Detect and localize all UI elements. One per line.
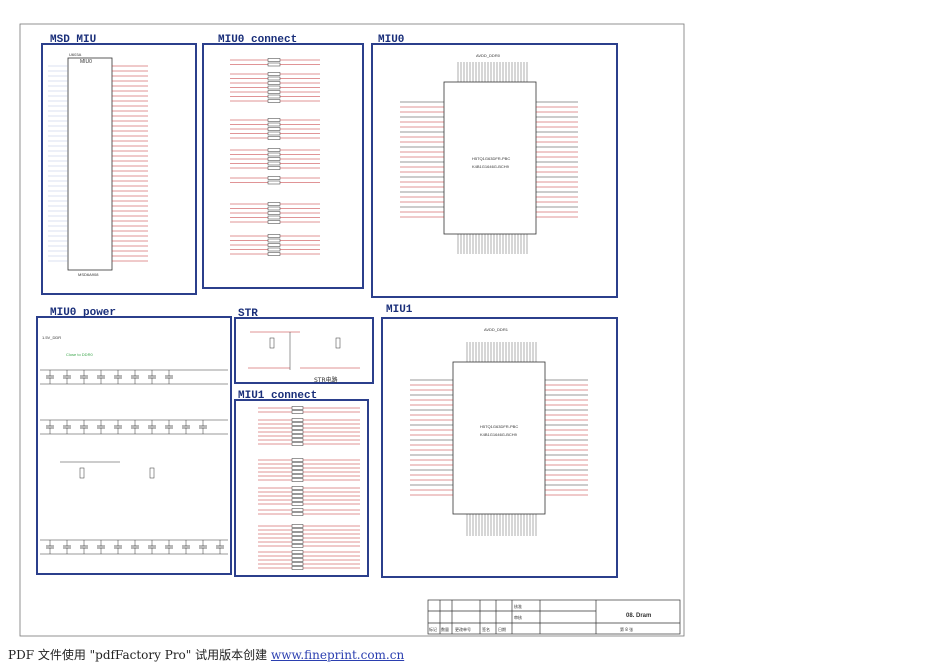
miu0-chip-pins [400,62,578,254]
power-15v-label: 1.5V_DDR [42,335,61,340]
miu1-chip-pins [410,342,588,536]
title-str: STR [238,308,258,320]
msd-chip-part: MSD6A908 [78,272,99,277]
footer-text: PDF 文件使用 "pdfFactory Pro" 试用版本创建 [8,648,271,662]
tb-col-change: 更改单号 [455,626,471,632]
panel-msd-miu [41,43,197,295]
tb-sheet: 第 8 张 [620,626,633,632]
msd-chip-ref: U603A [69,52,82,57]
miu0-connect-nets [230,58,320,256]
panel-miu0-power [36,316,232,575]
component [79,467,85,479]
sheet-border [19,23,685,637]
component [335,337,341,349]
miu0-power-caps [40,369,228,555]
miu1-chip-part2: K4B1G1646G-BCH9 [480,432,518,437]
component [149,467,155,479]
miu0-chip-part1: H5TQ1G63DFR-PBC [472,156,510,161]
title-miu0-power: MIU0 power [50,307,116,319]
footer-link[interactable]: www.fineprint.com.cn [270,648,405,662]
msd-chip-pins [48,65,148,262]
tb-col-mark: 标记 [429,626,437,632]
panel-miu1 [381,317,618,578]
panel-miu0 [371,43,618,298]
title-miu1-connect: MIU1 connect [238,390,317,402]
miu0-ddr-chip [443,81,537,235]
miu1-avdd-label: AVDD_DDR1 [484,327,509,332]
miu1-ddr-chip [452,361,546,515]
tb-col-qty: 数量 [441,626,449,632]
str-note: STR电路 [314,376,338,384]
panel-str [234,317,374,384]
power-close-note: Close to DDR0 [66,352,93,357]
title-miu1: MIU1 [386,304,413,316]
str-circuit [248,331,360,370]
tb-col-sign: 签名 [482,626,490,632]
panel-miu0-connect [202,43,364,289]
msd-chip-name: MIU0 [80,59,92,65]
component [269,337,275,349]
title-block [427,599,681,635]
pdf-footer: PDF 文件使用 "pdfFactory Pro" 试用版本创建 www.fin… [8,646,404,663]
title-miu0-connect: MIU0 connect [218,34,297,46]
title-msd-miu: MSD MIU [50,34,96,46]
miu0-avdd-label: AVDD_DDR0 [476,53,501,58]
msd-chip-body [67,57,113,271]
tb-reviewed: 审核 [514,614,522,620]
miu1-connect-nets [258,406,360,570]
title-miu0: MIU0 [378,34,404,46]
miu0-chip-part2: K4B1G1646G-BCH9 [472,164,510,169]
tb-approved: 核准 [514,603,522,609]
panel-miu1-connect [234,399,369,577]
miu1-chip-part1: H5TQ1G63DFR-PBC [480,424,518,429]
tb-title: 08. Dram [626,613,651,619]
tb-col-date: 日期 [498,626,506,632]
